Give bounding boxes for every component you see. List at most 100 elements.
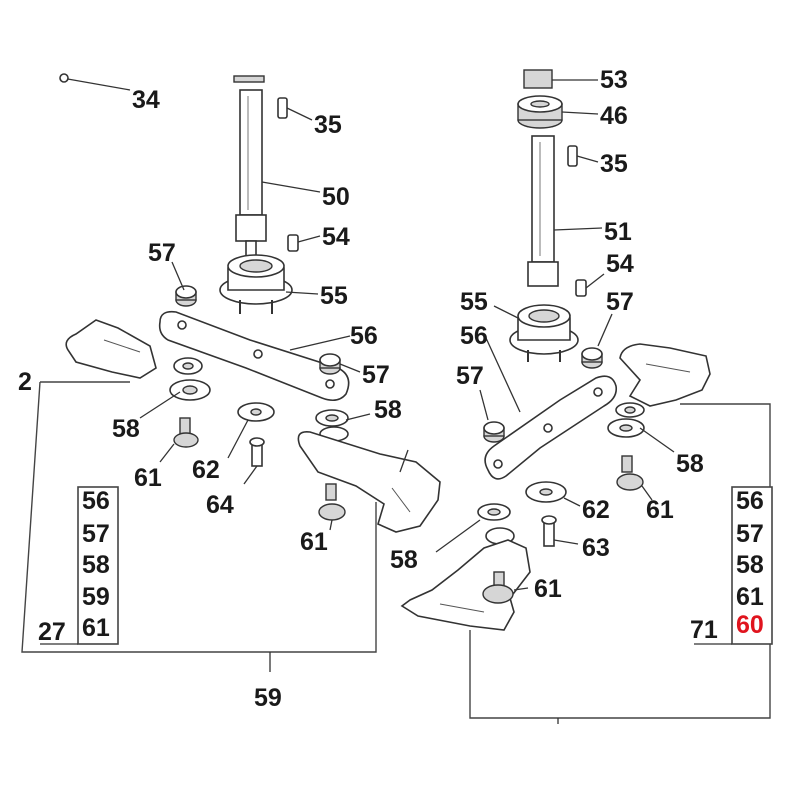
part-61-bolt-b bbox=[318, 483, 346, 521]
frame-right bbox=[469, 403, 771, 719]
label-57-b: 57 bbox=[362, 361, 390, 389]
leader-58b bbox=[345, 413, 371, 421]
leader-57b bbox=[339, 363, 361, 373]
leader-35-right bbox=[576, 155, 599, 163]
label-2: 2 bbox=[18, 368, 32, 396]
part-51-shaft bbox=[527, 135, 559, 287]
kit-left-item-3: 58 bbox=[82, 551, 110, 579]
leader-57a bbox=[171, 261, 185, 291]
label-56: 56 bbox=[350, 322, 378, 350]
part-56-blade-carrier bbox=[158, 310, 350, 402]
leader-62 bbox=[227, 419, 249, 459]
label-53: 53 bbox=[600, 66, 628, 94]
right-assembly bbox=[400, 69, 773, 724]
kit-right-item-2: 57 bbox=[736, 520, 764, 548]
right-blade-a-slot bbox=[645, 363, 691, 373]
part-64-bolt bbox=[249, 437, 265, 467]
part-58-washer-c bbox=[607, 402, 645, 438]
part-54 bbox=[287, 234, 299, 252]
leader-56-right bbox=[485, 337, 521, 413]
kit-right-item-3: 58 bbox=[736, 551, 764, 579]
label-61-b: 61 bbox=[300, 528, 328, 556]
left-labels: 34 35 50 54 57 55 56 57 58 58 61 62 64 6… bbox=[18, 86, 402, 712]
part-62-washer bbox=[237, 402, 275, 422]
leader-58-right-a bbox=[639, 427, 675, 453]
label-54: 54 bbox=[322, 223, 350, 251]
leader-61-right-b bbox=[513, 587, 529, 591]
label-57-right-b: 57 bbox=[456, 362, 484, 390]
left-blade-a bbox=[65, 319, 157, 379]
part-58-washer-a bbox=[169, 357, 211, 401]
kit-box-left bbox=[77, 486, 119, 645]
part-35 bbox=[277, 97, 288, 119]
leader-57-right-b bbox=[479, 389, 489, 421]
label-59: 59 bbox=[254, 684, 282, 712]
part-57-nut-c bbox=[581, 347, 603, 369]
label-46: 46 bbox=[600, 102, 628, 130]
leader-34 bbox=[61, 77, 131, 91]
kit-left-item-1: 56 bbox=[82, 487, 110, 515]
part-57-nut-b bbox=[319, 353, 341, 375]
leader-64 bbox=[243, 465, 258, 485]
part-57-nut-a bbox=[175, 285, 197, 307]
kit-left-item-5: 61 bbox=[82, 614, 110, 642]
label-35: 35 bbox=[314, 111, 342, 139]
label-57-a: 57 bbox=[148, 239, 176, 267]
frame-59 bbox=[21, 381, 377, 653]
part-56-blade-carrier-right bbox=[484, 375, 618, 480]
leader-blade-b bbox=[399, 449, 409, 473]
label-61-right-a: 61 bbox=[646, 496, 674, 524]
kit-left-item-2: 57 bbox=[82, 520, 110, 548]
label-50: 50 bbox=[322, 183, 350, 211]
leader-58a bbox=[139, 391, 181, 419]
part-61-bolt-c bbox=[616, 455, 644, 491]
label-57-right-a: 57 bbox=[606, 288, 634, 316]
label-61-a: 61 bbox=[134, 464, 162, 492]
kit-right-highlight-item: 60 bbox=[736, 611, 764, 639]
part-61-bolt-a bbox=[173, 417, 199, 448]
part-62-washer-right bbox=[525, 481, 567, 503]
right-blade-b bbox=[400, 539, 531, 631]
part-53-bearing bbox=[523, 69, 553, 89]
kit-right-item-1: 56 bbox=[736, 487, 764, 515]
leader-54 bbox=[297, 235, 321, 243]
label-63: 63 bbox=[582, 534, 610, 562]
leader-51 bbox=[553, 227, 603, 231]
kit-box-right bbox=[731, 486, 773, 645]
leader-61-right-a bbox=[641, 485, 653, 501]
part-58-washer-d bbox=[477, 503, 515, 545]
label-55: 55 bbox=[320, 282, 348, 310]
right-labels: 53 46 35 51 54 55 57 56 57 58 61 62 63 5… bbox=[390, 66, 764, 644]
leader-56 bbox=[289, 335, 351, 351]
leader-58-right-b bbox=[435, 519, 481, 553]
right-blade-b-slot bbox=[439, 603, 485, 613]
leader-61b bbox=[329, 519, 333, 531]
left-assembly bbox=[21, 73, 441, 672]
label-64: 64 bbox=[206, 491, 234, 519]
label-58-right-a: 58 bbox=[676, 450, 704, 478]
left-blade-a-slot bbox=[103, 339, 141, 353]
leader-54-right bbox=[585, 273, 605, 289]
label-34: 34 bbox=[132, 86, 160, 114]
leader-46 bbox=[561, 111, 599, 115]
leader-61a bbox=[159, 443, 175, 463]
part-35-right bbox=[567, 145, 578, 167]
label-58-b: 58 bbox=[374, 396, 402, 424]
part-63-bolt bbox=[541, 515, 557, 547]
kit-left-number: 27 bbox=[38, 618, 66, 646]
kit-right-number: 71 bbox=[690, 616, 718, 644]
label-62-right: 62 bbox=[582, 496, 610, 524]
label-51: 51 bbox=[604, 218, 632, 246]
leader-63 bbox=[553, 539, 579, 545]
part-46-bearing bbox=[517, 95, 563, 129]
left-blade-b bbox=[297, 430, 441, 533]
label-56-right: 56 bbox=[460, 322, 488, 350]
left-blade-b-slot bbox=[391, 487, 411, 513]
part-61-bolt-d bbox=[482, 571, 514, 604]
label-61-right-b: 61 bbox=[534, 575, 562, 603]
label-55-right: 55 bbox=[460, 288, 488, 316]
label-62: 62 bbox=[192, 456, 220, 484]
part-57-nut-d bbox=[483, 421, 505, 443]
part-34 bbox=[59, 73, 69, 83]
